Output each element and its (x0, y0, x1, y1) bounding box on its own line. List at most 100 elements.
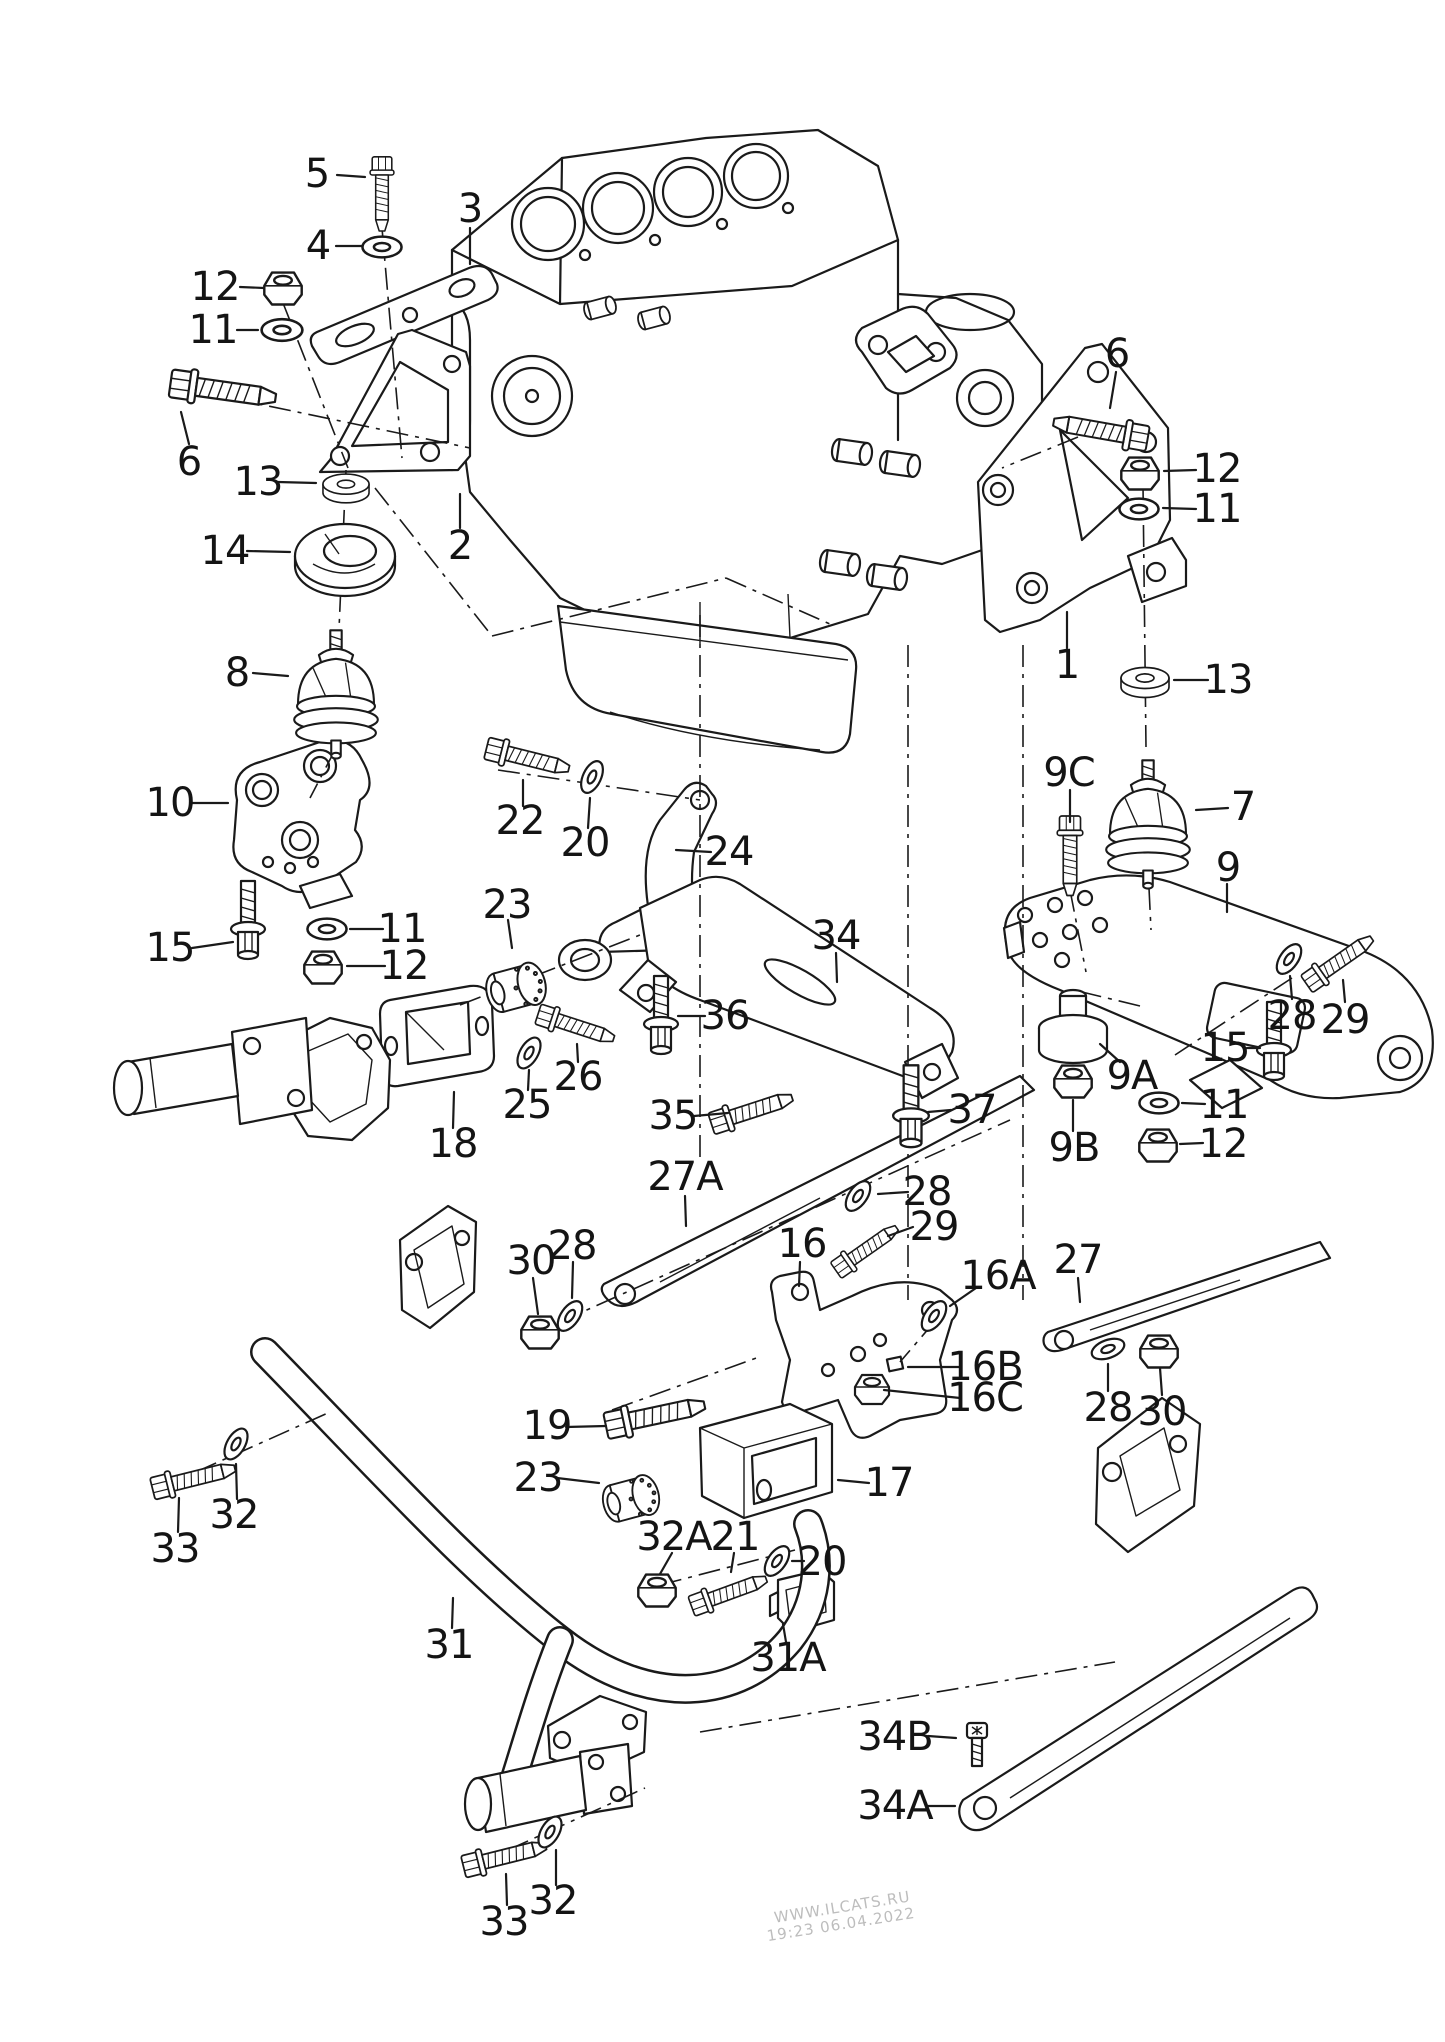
axis-line (1001, 436, 1079, 469)
screw-34b (965, 1721, 989, 1768)
callout-20: 20 (798, 1539, 847, 1585)
bolt-15-left (229, 879, 267, 961)
leader-32A (658, 1551, 674, 1576)
bolt-33b (459, 1832, 550, 1881)
leader-6 (1108, 370, 1118, 410)
nut-12b (303, 950, 343, 985)
callout-34B: 34B (857, 1714, 932, 1760)
axis-line (725, 577, 831, 625)
watermark: WWW.ILCATS.RU 19:23 06.04.2022 (765, 1887, 916, 1945)
leader-31 (450, 1596, 455, 1630)
leader-37 (926, 1108, 953, 1114)
callout-29: 29 (1321, 997, 1370, 1043)
leader-11 (1180, 1101, 1207, 1106)
callout-3: 3 (458, 186, 482, 232)
callout-2: 2 (448, 523, 472, 569)
callout-21: 21 (711, 1514, 760, 1560)
bolt-19 (601, 1388, 709, 1443)
callout-28: 28 (1268, 993, 1317, 1039)
callout-12: 12 (1199, 1121, 1248, 1167)
leader-26 (575, 1042, 580, 1064)
bracket-1 (976, 342, 1188, 634)
washer-20b (758, 1540, 796, 1582)
callout-9: 9 (1216, 845, 1240, 891)
callout-7: 7 (1231, 784, 1255, 830)
callout-4: 4 (306, 223, 330, 269)
rubber-block-17 (698, 1402, 834, 1520)
leader-27 (1076, 1276, 1082, 1304)
leader-28 (570, 1260, 575, 1300)
callout-31A: 31A (750, 1635, 827, 1681)
leader-12 (1178, 1141, 1205, 1146)
callout-16C: 16C (947, 1375, 1023, 1421)
callout-10: 10 (146, 780, 195, 826)
leader-34B (926, 1734, 958, 1740)
strut-27a (600, 1074, 1036, 1308)
bolt-6-left (167, 365, 279, 416)
callout-11: 11 (1193, 486, 1242, 532)
bracket-10 (232, 739, 371, 910)
callout-6: 6 (177, 439, 201, 485)
callout-20: 20 (561, 820, 610, 866)
axis-line (1081, 991, 1141, 1007)
washer-20 (575, 756, 609, 798)
callout-28: 28 (903, 1169, 952, 1215)
leader-33 (176, 1496, 181, 1534)
sleeve-d (864, 562, 910, 592)
axis-line (1174, 977, 1293, 1056)
nut-9b (1053, 1064, 1093, 1099)
washer-11r (1118, 497, 1160, 521)
leader-21 (729, 1551, 736, 1574)
grommet-13r (1120, 666, 1170, 699)
callout-23: 23 (514, 1455, 563, 1501)
callout-8: 8 (225, 650, 249, 696)
nut-12r (1120, 456, 1160, 491)
washer-11b (306, 917, 348, 941)
leader-28 (1288, 974, 1294, 1001)
callout-36: 36 (701, 993, 750, 1039)
callout-12: 12 (380, 943, 429, 989)
callout-9B: 9B (1049, 1125, 1100, 1171)
leader-17 (836, 1478, 871, 1485)
stop-14 (293, 522, 397, 598)
leader-29 (1341, 978, 1347, 1004)
leader-27A (683, 1194, 688, 1228)
engine-block-drawing (433, 128, 1044, 754)
callout-11: 11 (189, 307, 238, 353)
axis-line (497, 769, 701, 801)
callout-22: 22 (496, 798, 545, 844)
callout-23: 23 (483, 882, 532, 928)
axis-line (491, 577, 727, 637)
washer-32 (218, 1423, 254, 1465)
callout-16A: 16A (960, 1253, 1037, 1299)
callout-15: 15 (1201, 1025, 1250, 1071)
grommet-13 (322, 473, 370, 504)
callout-12: 12 (191, 264, 240, 310)
leader-lines-layer (176, 173, 1347, 1907)
nut-12rb (1138, 1128, 1178, 1163)
callout-18: 18 (429, 1121, 478, 1167)
bracket-2 (318, 328, 472, 474)
callout-16: 16 (778, 1221, 827, 1267)
leader-5 (335, 173, 367, 179)
leader-24 (674, 848, 713, 854)
leader-31A (781, 1622, 788, 1644)
callout-30: 30 (1138, 1389, 1187, 1435)
mount-18 (378, 984, 496, 1088)
callout-12: 12 (1193, 446, 1242, 492)
nut-12 (263, 271, 303, 306)
leader-9A (1098, 1042, 1122, 1064)
axis-line (381, 227, 403, 459)
axis-line (659, 1549, 796, 1586)
leader-30 (531, 1276, 540, 1316)
callout-11: 11 (378, 906, 427, 952)
bolt-35 (706, 1083, 798, 1138)
leader-20 (586, 796, 592, 830)
callout-17: 17 (865, 1460, 914, 1506)
leader-16C (882, 1388, 962, 1400)
callout-32: 32 (529, 1878, 578, 1924)
callout-9A: 9A (1107, 1053, 1159, 1099)
leader-15 (190, 940, 235, 950)
plate-3 (309, 264, 499, 366)
